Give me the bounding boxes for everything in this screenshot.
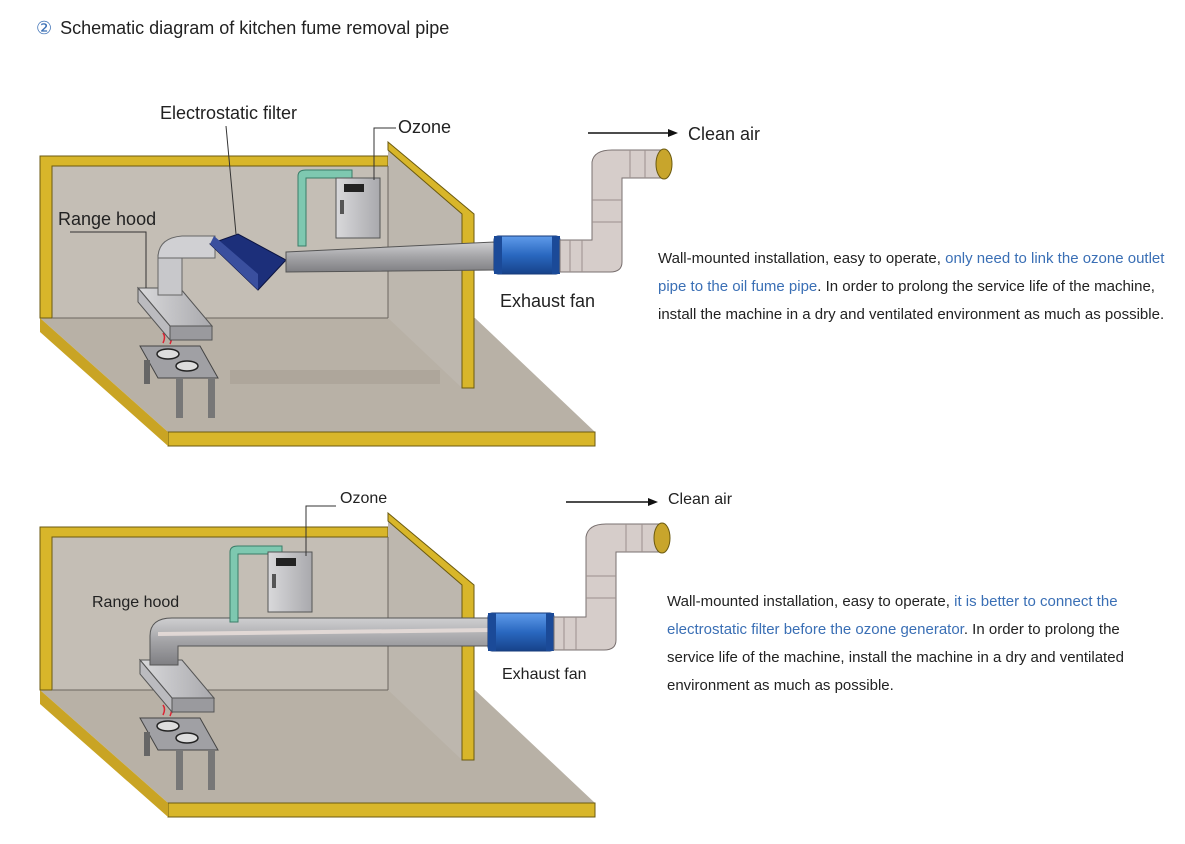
description-1-part2: . In order to prolong the service life o… xyxy=(658,278,1165,323)
exhaust-fan-2 xyxy=(487,612,555,652)
pot-4 xyxy=(175,732,199,744)
label-clean-air-1: Clean air xyxy=(688,124,761,144)
floor-left-edge-1 xyxy=(40,318,168,446)
page-title: ② Schematic diagram of kitchen fume remov… xyxy=(36,18,449,39)
title-marker: ② xyxy=(36,18,53,38)
description-2-part1: Wall-mounted installation, easy to opera… xyxy=(667,593,955,610)
exhaust-fan-1 xyxy=(493,235,561,275)
description-2-part2: . In order to prolong the service life o… xyxy=(667,621,1124,694)
shadow-1 xyxy=(230,370,440,384)
flex-duct-1 xyxy=(559,149,665,273)
pot-3 xyxy=(156,720,180,732)
leader-ozone-1 xyxy=(373,127,396,180)
hood-duct-1 xyxy=(157,254,183,296)
diagram-1 xyxy=(39,125,678,447)
stove-leg-3 xyxy=(208,378,215,418)
description-2: Wall-mounted installation, easy to opera… xyxy=(667,588,1157,700)
label-ozone-1: Ozone xyxy=(398,117,452,137)
right-wall-edge-2 xyxy=(387,511,475,761)
label-exhaust-fan-2: Exhaust fan xyxy=(502,666,587,683)
floor-front-edge-1 xyxy=(167,431,596,447)
leader-hood-1 xyxy=(70,231,147,288)
title-text: Schematic diagram of kitchen fume remova… xyxy=(60,18,450,38)
floor-front-edge-2 xyxy=(167,802,596,818)
label-range-hood-2: Range hood xyxy=(92,594,180,611)
description-2-highlight: it is better to connect the electrostati… xyxy=(667,593,1118,638)
right-wall-edge-1 xyxy=(387,140,475,389)
description-1-highlight: only need to link the ozone outlet pipe … xyxy=(658,250,1165,295)
label-electrostatic-filter-1: Electrostatic filter xyxy=(160,103,298,123)
leader-filter-1 xyxy=(225,125,237,235)
pot-1 xyxy=(156,348,180,360)
stove-leg-1 xyxy=(144,360,150,384)
label-range-hood-1: Range hood xyxy=(58,209,157,229)
floor-2 xyxy=(40,690,595,803)
pot-2 xyxy=(175,360,199,372)
duct-outlet-2 xyxy=(653,522,671,554)
description-1: Wall-mounted installation, easy to opera… xyxy=(658,245,1168,329)
description-1-part1: Wall-mounted installation, easy to opera… xyxy=(658,250,946,267)
label-exhaust-fan-1: Exhaust fan xyxy=(500,291,596,311)
stove-leg-2 xyxy=(176,378,183,418)
diagram-2 xyxy=(39,498,671,818)
leader-ozone-2 xyxy=(305,505,336,556)
label-ozone-2: Ozone xyxy=(340,490,388,507)
duct-outlet-1 xyxy=(655,148,673,180)
label-clean-air-2: Clean air xyxy=(668,491,733,508)
flex-duct-2 xyxy=(553,523,665,651)
floor-left-edge-2 xyxy=(40,690,168,817)
